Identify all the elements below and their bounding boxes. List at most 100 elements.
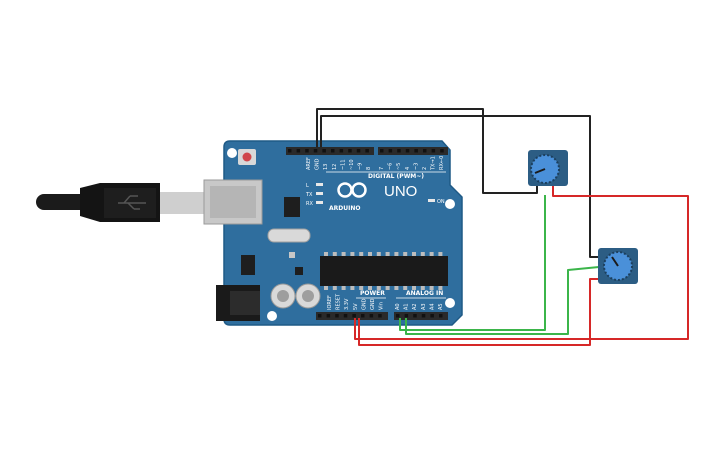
led-label: L xyxy=(306,183,309,189)
power-header-label: POWER xyxy=(360,290,385,297)
header-pin[interactable] xyxy=(421,314,426,318)
header-pin[interactable] xyxy=(339,149,344,153)
header-pin[interactable] xyxy=(296,149,301,153)
usb-chip xyxy=(284,197,300,217)
header-pin[interactable] xyxy=(430,314,434,318)
header-pin[interactable] xyxy=(305,149,309,153)
header-pin[interactable] xyxy=(369,314,374,318)
chip-pin xyxy=(385,286,390,290)
digital-header-lower xyxy=(378,147,448,155)
header-pin[interactable] xyxy=(322,149,326,153)
power-pin-label: IOREF xyxy=(327,295,333,310)
chip-pin xyxy=(403,252,408,256)
header-pin[interactable] xyxy=(404,314,409,318)
header-pin[interactable] xyxy=(397,149,401,153)
mounting-hole xyxy=(445,298,455,308)
analog-pin-label: A4 xyxy=(429,303,435,310)
usb-port-inner xyxy=(210,186,256,218)
logo-loop-right xyxy=(351,182,367,198)
signal-wire-pot1[interactable] xyxy=(399,195,546,331)
header-pin[interactable] xyxy=(439,314,443,318)
header-pin[interactable] xyxy=(405,149,410,153)
header-pin[interactable] xyxy=(388,149,393,153)
header-pin[interactable] xyxy=(331,149,335,153)
header-pin[interactable] xyxy=(396,314,400,318)
header-pin[interactable] xyxy=(414,149,418,153)
header-pin[interactable] xyxy=(326,314,331,318)
digital-pin-label: 4 xyxy=(405,167,411,170)
capacitor-top xyxy=(302,290,314,302)
chip-pin xyxy=(350,286,355,290)
power-pin-label: RESET xyxy=(336,293,342,310)
digital-pin-label: ~10 xyxy=(349,159,355,170)
arduino-logo: ARDUINO xyxy=(329,182,367,212)
chip-pin xyxy=(412,252,416,256)
capacitor-top xyxy=(277,290,289,302)
mounting-hole xyxy=(445,199,455,209)
on-led-label: ON xyxy=(437,199,445,205)
digital-pin-label: 13 xyxy=(323,164,329,170)
chip-pin xyxy=(412,286,416,290)
chip-pin xyxy=(429,252,434,256)
potentiometer-2[interactable] xyxy=(598,248,638,284)
header-pin[interactable] xyxy=(288,149,292,153)
header-pin[interactable] xyxy=(313,149,318,153)
digital-pin-label: AREF xyxy=(306,157,312,170)
digital-pin-label: 7 xyxy=(379,167,385,170)
voltage-regulator xyxy=(241,255,255,275)
mounting-hole xyxy=(267,311,277,321)
power-pin-label: 3.3V xyxy=(344,298,350,310)
ground-wire-pot2[interactable] xyxy=(320,115,600,258)
header-pin[interactable] xyxy=(356,149,361,153)
analog-pin-label: A2 xyxy=(412,303,418,310)
power-wire-pot1[interactable] xyxy=(354,183,689,340)
signal-wire-pot2[interactable] xyxy=(405,266,600,335)
digital-pin-label: 2 xyxy=(422,167,428,170)
header-pin[interactable] xyxy=(365,149,369,153)
knob-ridges xyxy=(603,251,633,281)
wires xyxy=(316,108,689,346)
header-pin[interactable] xyxy=(352,314,356,318)
header-pin[interactable] xyxy=(343,314,348,318)
status-leds: L TX RX xyxy=(305,183,323,207)
header-pin[interactable] xyxy=(380,149,384,153)
small-chip xyxy=(295,267,303,275)
power-header xyxy=(316,312,388,320)
power-wire-pot2[interactable] xyxy=(358,278,604,346)
knob-ridges xyxy=(530,154,560,184)
reset-button-cap[interactable] xyxy=(242,152,252,162)
header-pin[interactable] xyxy=(348,149,352,153)
board-brand: ARDUINO xyxy=(329,205,360,212)
power-jack-inner xyxy=(230,291,260,315)
header-pin[interactable] xyxy=(440,149,444,153)
usb-cable[interactable] xyxy=(36,183,204,222)
header-pin[interactable] xyxy=(378,314,382,318)
potentiometer-1[interactable] xyxy=(528,150,568,186)
board-model: UNO xyxy=(384,183,417,200)
on-led xyxy=(428,199,435,202)
digital-pin-label: ~11 xyxy=(340,159,346,170)
header-pin[interactable] xyxy=(413,314,417,318)
led-label: RX xyxy=(306,201,313,207)
header-pin[interactable] xyxy=(318,314,322,318)
status-led xyxy=(316,183,323,186)
header-pin[interactable] xyxy=(423,149,427,153)
smd-part xyxy=(289,252,295,258)
header-pin[interactable] xyxy=(335,314,339,318)
led-label: TX xyxy=(305,192,313,198)
header-pin[interactable] xyxy=(431,149,436,153)
chip-pin xyxy=(341,252,346,256)
digital-pin-label: 12 xyxy=(332,164,338,170)
ground-wire-pot1[interactable] xyxy=(316,108,538,194)
status-led xyxy=(316,201,323,204)
atmega-chip xyxy=(320,256,448,286)
analog-pin-label: A1 xyxy=(404,303,410,310)
header-pin[interactable] xyxy=(361,314,365,318)
digital-pin-label: ~6 xyxy=(388,163,394,170)
knob-indicator xyxy=(534,168,546,174)
